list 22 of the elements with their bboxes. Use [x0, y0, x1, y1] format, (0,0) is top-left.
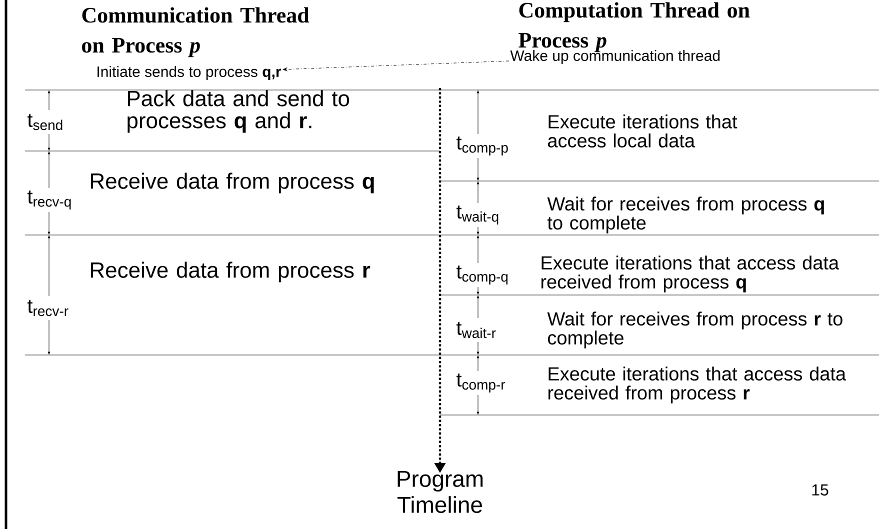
- step-text: Wait for receives from process r to complete: [547, 312, 842, 348]
- step-text: Execute iterations that access data received from process q: [541, 256, 840, 292]
- arrow: [282, 60, 510, 72]
- axis-label: Program Timeline: [398, 470, 483, 513]
- duration-label: t$_{send}$: [28, 114, 62, 130]
- step-text: Pack data and send to processes q and r.: [128, 90, 350, 133]
- duration-label: t$_{recv-r}$: [28, 300, 68, 316]
- annotation-text: Initiate sends to process q,r: [98, 66, 282, 80]
- page-number: 15: [812, 484, 828, 496]
- duration-label: t$_{comp-p}$: [456, 136, 508, 156]
- step-text: Receive data from process q: [91, 172, 374, 194]
- step-text: Wait for receives from process q to complete: [547, 196, 824, 234]
- duration-label: t$_{recv-q}$: [28, 190, 71, 210]
- step-text: Execute iterations that access local data: [548, 114, 738, 148]
- column-heading: Communication Thread on Process p: [82, 7, 310, 58]
- duration-label: t$_{wait-q}$: [456, 206, 498, 224]
- step-text: Receive data from process r: [91, 262, 370, 282]
- annotation-text: Wake up communication thread: [510, 50, 720, 64]
- duration-label: t$_{comp-r}$: [456, 374, 506, 392]
- duration-label: t$_{wait-r}$: [456, 322, 496, 338]
- duration-label: t$_{comp-q}$: [456, 266, 508, 284]
- step-text: Execute iterations that access data received from process r: [548, 366, 846, 404]
